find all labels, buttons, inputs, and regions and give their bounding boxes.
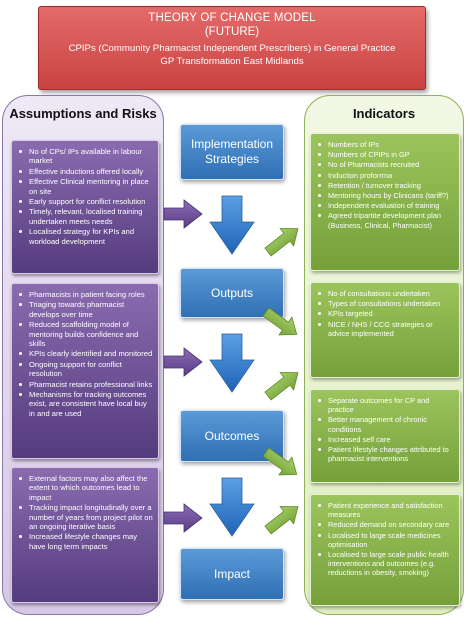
- list-item: Types of consultations undertaken: [317, 299, 455, 308]
- list-item: Timely, relevant, localised training und…: [18, 207, 154, 226]
- indicators-box-1: Numbers of IPs Numbers of CPIPs in GP No…: [310, 133, 460, 271]
- list-item: Increased lifestyle changes may have lon…: [18, 532, 154, 551]
- list-item: Triaging towards pharmacist develops ove…: [18, 300, 154, 319]
- down-arrow-icon: [209, 333, 255, 393]
- right-arrow-icon: [163, 199, 203, 229]
- list-item: Independent evaluation of training: [317, 201, 455, 210]
- diagram-subtitle: CPIPs (Community Pharmacist Independent …: [68, 43, 396, 54]
- list-item: Ongoing support for conflict resolution: [18, 360, 154, 379]
- list-item: Numbers of CPIPs in GP: [317, 150, 455, 159]
- assumptions-title: Assumptions and Risks: [9, 106, 157, 121]
- list-item: Effective Clinical mentoring in place on…: [18, 177, 154, 196]
- up-right-arrow-icon: [264, 372, 299, 401]
- indicators-box-3: Separate outcomes for CP and practice Be…: [310, 389, 460, 483]
- list-item: Patient experience and satisfaction meas…: [317, 501, 455, 519]
- list-item: NICE / NHS / CCG strategies or advice im…: [317, 320, 455, 338]
- up-right-arrow-icon: [264, 228, 299, 257]
- list-item: Patient lifestyle changes attributed to …: [317, 445, 455, 463]
- stage-outputs: Outputs: [180, 268, 284, 318]
- list-item: Mechanisms for tracking outcomes exist, …: [18, 390, 154, 418]
- list-item: Localised to large scale medicines optim…: [317, 531, 455, 549]
- list-item: Pharmacists in patient facing roles: [18, 290, 154, 299]
- diagram-title: THEORY OF CHANGE MODEL: [148, 12, 316, 24]
- stage-outcomes: Outcomes: [180, 410, 284, 462]
- right-arrow-icon: [163, 347, 203, 377]
- list-item: Numbers of IPs: [317, 140, 455, 149]
- title-box: THEORY OF CHANGE MODEL (FUTURE) CPIPs (C…: [38, 6, 426, 90]
- list-item: Reduced demand on secondary care: [317, 520, 455, 529]
- up-right-arrow-icon: [264, 506, 299, 535]
- list-item: Increased self care: [317, 435, 455, 444]
- indicators-panel: Indicators Numbers of IPs Numbers of CPI…: [304, 95, 464, 615]
- right-arrow-icon: [163, 503, 203, 533]
- list-item: No of CPs/ IPs available in labour marke…: [18, 147, 154, 166]
- diagram-title-sub: (FUTURE): [204, 26, 260, 38]
- list-item: Retention / turnover tracking: [317, 181, 455, 190]
- list-item: Separate outcomes for CP and practice: [317, 396, 455, 414]
- list-item: Effective inductions offered locally: [18, 167, 154, 176]
- assumptions-box-1: No of CPs/ IPs available in labour marke…: [11, 140, 159, 274]
- diagram-subtitle-2: GP Transformation East Midlands: [160, 56, 304, 67]
- list-item: Localised strategy for KPIs and workload…: [18, 227, 154, 246]
- list-item: KPIs targeted: [317, 309, 455, 318]
- list-item: Reduced scaffolding model of mentoring b…: [18, 320, 154, 348]
- indicators-box-4: Patient experience and satisfaction meas…: [310, 494, 460, 606]
- list-item: Better management of chronic conditions: [317, 415, 455, 434]
- assumptions-box-2: Pharmacists in patient facing roles Tria…: [11, 283, 159, 459]
- list-item: Early support for conflict resolution: [18, 197, 154, 206]
- list-item: Induction proforrma: [317, 171, 455, 180]
- down-arrow-icon: [209, 477, 255, 537]
- indicators-box-2: No of consultations undertaken Types of …: [310, 282, 460, 378]
- indicators-title: Indicators: [352, 106, 416, 121]
- list-item: Mentoring hours by Clinicans (tariff?): [317, 191, 455, 200]
- assumptions-panel: Assumptions and Risks No of CPs/ IPs ava…: [2, 95, 164, 615]
- assumptions-box-3: External factors may also affect the ext…: [11, 467, 159, 603]
- stage-implementation-strategies: Implementation Strategies: [180, 124, 284, 180]
- list-item: No of consultations undertaken: [317, 289, 455, 298]
- list-item: Agreed tripartite development plan (Busi…: [317, 211, 455, 230]
- stage-impact: Impact: [180, 548, 284, 600]
- list-item: No of Pharmacists recruited: [317, 160, 455, 169]
- list-item: Localised to large scale public health i…: [317, 550, 455, 578]
- list-item: External factors may also affect the ext…: [18, 474, 154, 502]
- list-item: Tracking impact longitudinally over a nu…: [18, 503, 154, 531]
- down-arrow-icon: [209, 195, 255, 255]
- list-item: KPIs clearly identified and monitored: [18, 349, 154, 358]
- list-item: Pharmacist retains professional links: [18, 380, 154, 389]
